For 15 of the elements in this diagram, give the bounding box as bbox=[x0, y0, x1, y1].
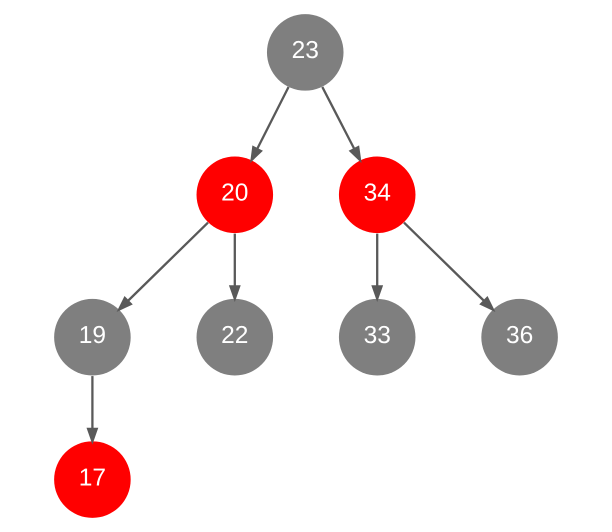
node-circle: 20 bbox=[196, 156, 274, 234]
node-circle: 33 bbox=[338, 298, 416, 376]
node-circle: 34 bbox=[338, 156, 416, 234]
node-circle: 23 bbox=[266, 14, 344, 91]
arrow bbox=[321, 86, 362, 164]
arrow bbox=[86, 376, 98, 445]
arrow bbox=[250, 86, 290, 164]
node-circle: 22 bbox=[196, 298, 274, 376]
node-circle: 19 bbox=[54, 298, 131, 376]
arrow bbox=[228, 234, 241, 302]
arrow bbox=[403, 222, 496, 312]
node-circle: 17 bbox=[54, 441, 131, 518]
arrow bbox=[116, 222, 209, 312]
node-circle: 36 bbox=[481, 298, 558, 376]
arrow bbox=[371, 234, 384, 302]
